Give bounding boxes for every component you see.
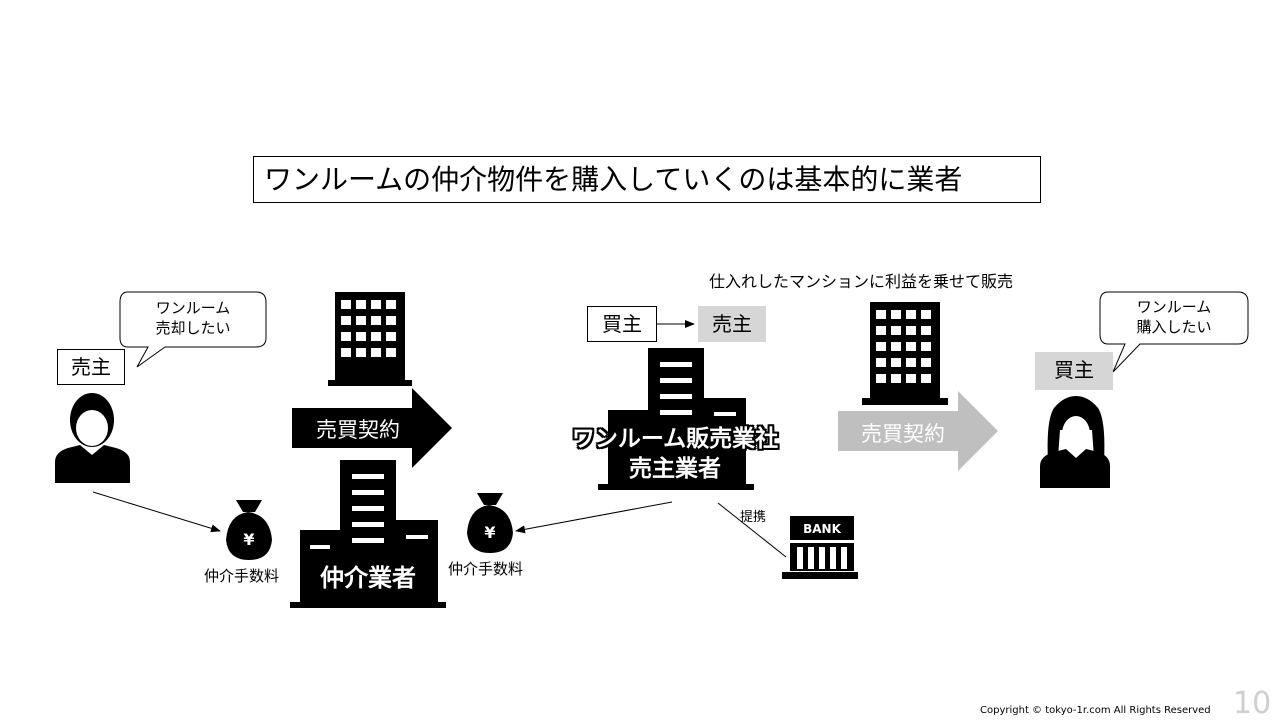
broker-small-building-icon [328, 292, 412, 386]
svg-text:BANK: BANK [803, 522, 841, 536]
broker-big-building-icon [290, 460, 446, 608]
buyer-bubble-line2: 購入したい [1136, 318, 1212, 336]
seller-person-icon [55, 393, 130, 483]
fee-right-label: 仲介手数料 [448, 560, 524, 578]
money-bag-left-icon: ¥ [226, 500, 272, 560]
buyer-bubble-line1: ワンルーム [1136, 298, 1212, 316]
seller-bubble-line1: ワンルーム [155, 299, 231, 317]
reseller-building-icon [598, 348, 754, 490]
fee-left-label: 仲介手数料 [204, 567, 280, 585]
seller-bubble-line2: 売却したい [155, 319, 231, 337]
copyright: Copyright © tokyo-1r.com All Rights Rese… [980, 705, 1211, 716]
reseller-name-line1: ワンルーム販売業社 [571, 426, 779, 452]
partner-label: 提携 [740, 510, 767, 525]
seller-label: 売主 [57, 349, 125, 385]
reseller-name-line2: 売主業者 [629, 456, 721, 482]
reseller-name: ワンルーム販売業社 売主業者 [540, 424, 810, 484]
svg-text:¥: ¥ [243, 530, 254, 549]
svg-text:¥: ¥ [484, 523, 495, 542]
buyer-speech-bubble-icon [1099, 291, 1249, 373]
seller-bubble-text: ワンルーム 売却したい [122, 298, 264, 338]
bank-icon: BANK [782, 516, 858, 579]
broker-name: 仲介業者 [320, 564, 416, 592]
broker-contract-arrow [292, 388, 452, 468]
seller-speech-bubble-icon [119, 291, 267, 368]
reseller-contract-label: 売買契約 [861, 422, 945, 446]
reseller-seller-label: 売主 [698, 306, 766, 342]
page-number: 10 [1233, 686, 1272, 721]
reseller-buyer-label: 買主 [587, 306, 657, 342]
reseller-note: 仕入れしたマンションに利益を乗せて販売 [709, 272, 1014, 291]
buyer-bubble-text: ワンルーム 購入したい [1102, 297, 1246, 337]
buyer-label: 買主 [1035, 352, 1113, 390]
money-bag-right-icon: ¥ [467, 493, 513, 553]
page-title: ワンルームの仲介物件を購入していくのは基本的に業者 [253, 156, 1041, 203]
broker-contract-label: 売買契約 [316, 418, 400, 442]
reseller-contract-arrow [838, 391, 998, 471]
buyer-side-building-icon [862, 302, 948, 405]
buyer-woman-icon [1040, 396, 1110, 488]
